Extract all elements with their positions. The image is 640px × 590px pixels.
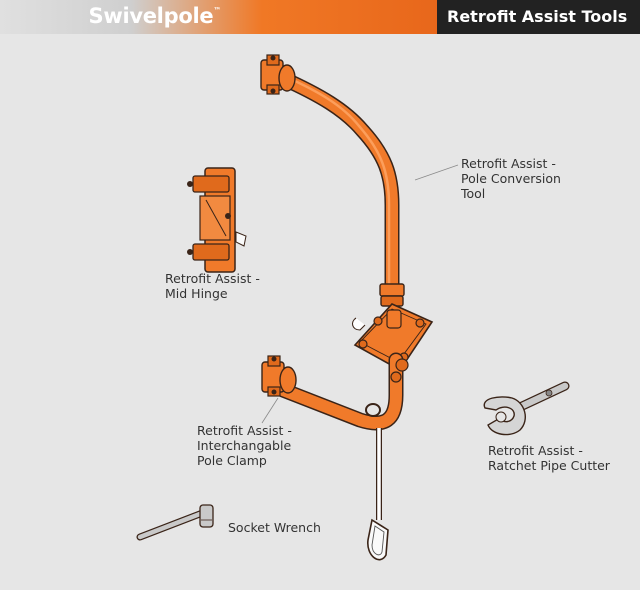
label-line: Pole Conversion [461, 171, 561, 186]
label-line: Pole Clamp [197, 453, 267, 468]
pole-conversion-leader [414, 164, 459, 181]
page-title: Retrofit Assist Tools [447, 7, 628, 26]
label-line: Interchangable [197, 438, 292, 453]
carabiner [367, 518, 389, 561]
label-line: Retrofit Assist - [197, 423, 292, 438]
pole-clamp-label: Retrofit Assist - Interchangable Pole Cl… [197, 423, 292, 468]
label-line: Tool [461, 186, 486, 201]
pole-conversion-tool [260, 54, 459, 561]
socket-wrench-label: Socket Wrench [228, 520, 321, 535]
pole-clamp-leader [261, 397, 279, 424]
interchangeable-pole-clamp [261, 355, 297, 424]
pipe-cutter-label: Retrofit Assist - Ratchet Pipe Cutter [488, 443, 610, 473]
mid-hinge-label: Retrofit Assist - Mid Hinge [165, 271, 260, 301]
label-line: Mid Hinge [165, 286, 228, 301]
brand-logo: Swivelpole™ [88, 4, 222, 28]
brand-bar: Swivelpole™ [0, 0, 437, 34]
label-line: Ratchet Pipe Cutter [488, 458, 610, 473]
lower-pipe [277, 354, 402, 429]
top-pole-clamp [260, 54, 296, 95]
title-bar: Retrofit Assist Tools [437, 0, 640, 34]
ratchet-pipe-cutter [483, 381, 570, 436]
socket-wrench [136, 504, 214, 541]
label-line: Retrofit Assist - [165, 271, 260, 286]
label-line: Retrofit Assist - [461, 156, 556, 171]
label-line: Socket Wrench [228, 520, 321, 535]
hinge-plate [351, 303, 434, 372]
pole-conversion-tool-label: Retrofit Assist - Pole Conversion Tool [461, 156, 561, 201]
header: Swivelpole™ Retrofit Assist Tools [0, 0, 640, 34]
mid-hinge [187, 167, 247, 273]
label-line: Retrofit Assist - [488, 443, 583, 458]
upper-pipe [276, 72, 398, 301]
